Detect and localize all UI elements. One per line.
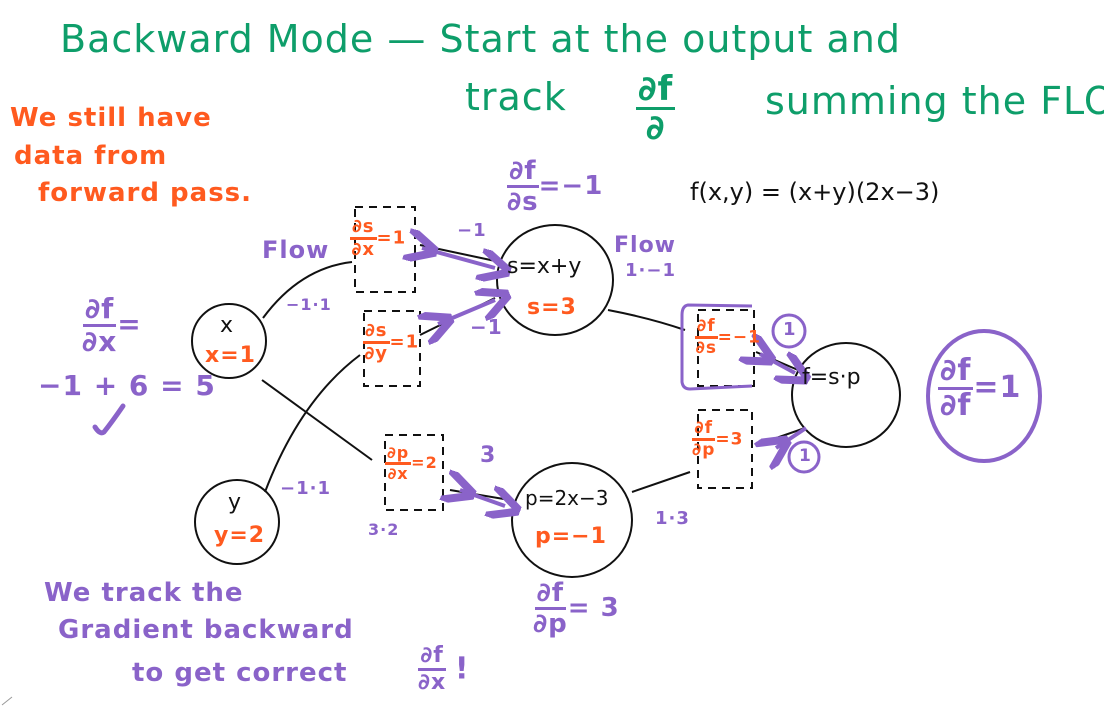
node-f-label: f=s·p bbox=[802, 365, 861, 390]
arrow-f-to-dfdp bbox=[776, 426, 808, 448]
note-bottom-line-3: to get correct bbox=[132, 658, 348, 688]
title-partial-num: ∂f bbox=[636, 69, 676, 110]
pen-mark bbox=[1, 696, 13, 706]
edge-x-s-top bbox=[262, 261, 353, 319]
node-p-value: p=−1 bbox=[535, 524, 607, 549]
result-den: ∂p bbox=[533, 609, 568, 639]
grad-num: ∂s bbox=[363, 322, 390, 344]
note-frac-num: ∂f bbox=[418, 645, 446, 671]
flow-right-value: 1·−1 bbox=[625, 260, 676, 281]
flow-y-to-s: −1·1 bbox=[280, 478, 331, 499]
result-den: ∂s bbox=[507, 187, 539, 217]
note-bottom-line-1: We track the bbox=[44, 578, 244, 608]
grad-eq: =2 bbox=[411, 453, 438, 472]
grad-num: ∂p bbox=[385, 445, 412, 465]
highlight-df-ds bbox=[680, 303, 753, 391]
local-grad-dp-dx: ∂p∂x=2 bbox=[385, 445, 438, 482]
grad-den: ∂x bbox=[387, 464, 409, 483]
flow-x-to-s: −1·1 bbox=[286, 295, 332, 314]
result-den: ∂x bbox=[82, 325, 118, 358]
local-grad-ds-dx: ∂s∂x=1 bbox=[350, 218, 406, 259]
note-frac-suffix: ! bbox=[454, 651, 470, 687]
grad-eq: =3 bbox=[715, 429, 744, 450]
flow-label-left: Flow bbox=[262, 236, 330, 264]
node-y-label: y bbox=[228, 490, 242, 515]
result-den: ∂f bbox=[940, 388, 972, 423]
result-num: ∂f bbox=[82, 292, 117, 327]
arrow-s-to-dsdx bbox=[422, 248, 495, 268]
arrow-s-to-dsdy bbox=[438, 300, 495, 324]
grad-eq: =−1 bbox=[717, 327, 761, 348]
result-df-ds: ∂f∂s=−1 bbox=[507, 158, 603, 215]
note-frac-den: ∂x bbox=[418, 670, 447, 695]
arrow-p-to-dpdx bbox=[460, 490, 505, 506]
grad-eq: =1 bbox=[389, 331, 420, 353]
local-grad-df-dp: ∂f∂p=3 bbox=[692, 420, 744, 459]
function-definition: f(x,y) = (x+y)(2x−3) bbox=[690, 178, 940, 206]
grad-num: ∂f bbox=[692, 420, 716, 441]
node-p-label: p=2x−3 bbox=[525, 486, 609, 510]
title-partial-den: ∂ bbox=[645, 108, 666, 148]
edge-p-box-dfdp bbox=[631, 471, 691, 493]
result-df-dx-sum: −1 + 6 = 5 bbox=[38, 369, 216, 402]
arrow-label-s-y: −1 bbox=[470, 315, 503, 339]
box-dp-dx bbox=[384, 434, 444, 511]
title-line-1: Backward Mode — Start at the output and bbox=[60, 17, 901, 61]
box-df-dp bbox=[697, 409, 753, 489]
grad-den: ∂y bbox=[364, 343, 389, 364]
arrow-label-p-x: 3 bbox=[480, 443, 497, 468]
node-f-circle bbox=[791, 342, 901, 448]
result-df-df: ∂f∂f=1 bbox=[938, 356, 1021, 421]
circled-one-top: 1 bbox=[783, 319, 797, 340]
arrow-label-s-x: −1 bbox=[457, 220, 487, 241]
note-bottom-frac: ∂f∂x ! bbox=[418, 645, 470, 694]
node-x-label: x bbox=[220, 313, 234, 338]
result-num: ∂f bbox=[534, 578, 567, 610]
title-track-word: track bbox=[465, 75, 567, 119]
grad-den: ∂x bbox=[351, 239, 375, 260]
title-partial: ∂f∂ bbox=[636, 69, 676, 148]
grad-num: ∂f bbox=[695, 318, 718, 339]
circled-one-bottom: 1 bbox=[799, 446, 812, 466]
note-top-line-3: forward pass. bbox=[38, 178, 253, 208]
result-eq: =1 bbox=[973, 370, 1022, 405]
note-bottom-line-2: Gradient backward bbox=[58, 615, 354, 645]
flow-label-right: Flow bbox=[614, 233, 677, 258]
edge-y-box-dsdy bbox=[264, 354, 361, 493]
result-eq: = 3 bbox=[567, 593, 620, 623]
node-y-value: y=2 bbox=[214, 523, 266, 548]
circled-one-top-ring bbox=[771, 313, 807, 349]
check-icon bbox=[92, 403, 126, 436]
result-eq: = bbox=[117, 307, 142, 341]
result-ring-df-df bbox=[926, 329, 1042, 463]
grad-den: ∂s bbox=[695, 338, 718, 358]
result-df-dp: ∂f∂p= 3 bbox=[533, 580, 620, 637]
local-grad-ds-dy: ∂s∂y=1 bbox=[363, 322, 419, 363]
flow-x-to-p: 3·2 bbox=[368, 520, 400, 539]
result-num: ∂f bbox=[507, 156, 539, 188]
circled-one-bottom-ring bbox=[787, 440, 821, 474]
node-s-label: s=x+y bbox=[507, 254, 582, 279]
arrow-f-to-dfds bbox=[760, 354, 795, 373]
node-x-circle bbox=[191, 303, 267, 379]
node-x-value: x=1 bbox=[205, 343, 256, 368]
grad-den: ∂p bbox=[692, 440, 716, 460]
box-ds-dy bbox=[363, 310, 421, 387]
note-top-line-2: data from bbox=[14, 141, 168, 171]
edge-s-box-dfds bbox=[607, 309, 686, 331]
result-eq: =−1 bbox=[538, 171, 604, 201]
grad-num: ∂s bbox=[350, 218, 377, 240]
local-grad-df-ds: ∂f∂s=−1 bbox=[695, 318, 761, 357]
node-y-circle bbox=[194, 479, 280, 565]
edge-x-p bbox=[261, 379, 373, 461]
flow-p-to-f: 1·3 bbox=[655, 508, 690, 529]
note-top-line-1: We still have bbox=[10, 103, 212, 133]
grad-eq: =1 bbox=[376, 227, 407, 249]
node-p-circle bbox=[511, 462, 633, 578]
result-num: ∂f bbox=[938, 353, 974, 390]
node-s-value: s=3 bbox=[527, 295, 577, 320]
result-df-dx: ∂f∂x= bbox=[82, 295, 142, 356]
